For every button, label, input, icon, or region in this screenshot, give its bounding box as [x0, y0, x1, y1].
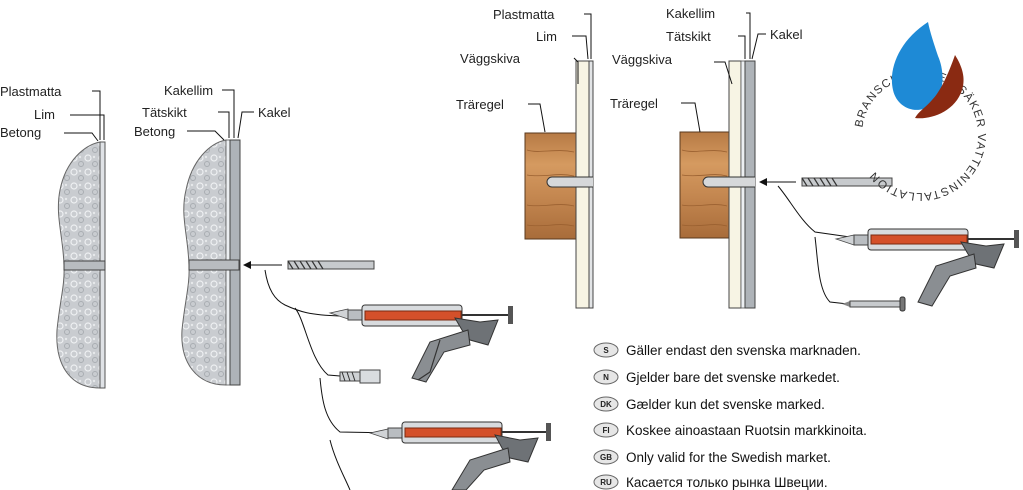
label-vaggskiva-3: Väggskiva — [460, 51, 521, 66]
legend-item-s: S Gäller endast den svenska marknaden. — [593, 342, 861, 358]
svg-text:Gælder kun det svenske marked.: Gælder kun det svenske marked. — [626, 397, 825, 412]
svg-text:GB: GB — [600, 453, 612, 462]
drill-hole — [63, 260, 106, 271]
label-kakel-2: Kakel — [258, 105, 291, 120]
svg-text:N: N — [603, 373, 609, 382]
sakervatten-logo: BRANSCHREGLER SÄKER VATTENINSTALLATION — [848, 1, 992, 202]
wall-kakel-diagram — [679, 12, 766, 309]
svg-text:Касается только рынка Швеции.: Касается только рынка Швеции. — [626, 475, 828, 490]
svg-text:S: S — [603, 346, 609, 355]
drill-hole — [188, 259, 240, 271]
language-legend: S Gäller endast den svenska marknaden. N… — [593, 342, 867, 490]
caulking-gun-icon — [834, 228, 1019, 307]
drill-hole — [546, 176, 593, 188]
label-betong-2: Betong — [134, 124, 175, 139]
wall-plug-icon — [339, 369, 381, 384]
concrete-kakel-diagram — [181, 89, 254, 386]
arrow-icon — [243, 261, 251, 269]
svg-text:Gäller endast den svenska mark: Gäller endast den svenska marknaden. — [626, 343, 861, 358]
label-vaggskiva-4: Väggskiva — [612, 52, 673, 67]
flame-icon — [915, 55, 964, 119]
svg-text:DK: DK — [600, 400, 612, 409]
arrow-icon — [759, 178, 767, 186]
legend-item-ru: RU Касается только рынка Швеции. — [593, 474, 828, 490]
concrete-plastmatta-diagram — [56, 90, 106, 389]
label-tatskikt-4: Tätskikt — [666, 29, 711, 44]
label-traregel-3: Träregel — [456, 97, 504, 112]
svg-text:Gjelder bare det svenske marke: Gjelder bare det svenske markedet. — [626, 370, 840, 385]
label-plastmatta-3: Plastmatta — [493, 7, 555, 22]
svg-text:RU: RU — [600, 478, 612, 487]
label-tatskikt-2: Tätskikt — [142, 105, 187, 120]
label-plastmatta-1: Plastmatta — [0, 84, 62, 99]
water-drop-icon — [891, 22, 943, 110]
nail-icon — [842, 296, 906, 312]
label-traregel-4: Träregel — [610, 96, 658, 111]
label-kakellim-2: Kakellim — [164, 83, 213, 98]
legend-item-dk: DK Gælder kun det svenske marked. — [593, 396, 825, 412]
legend-item-n: N Gjelder bare det svenske markedet. — [593, 369, 840, 385]
drill-bit — [287, 260, 375, 270]
drill-bit — [801, 177, 893, 187]
label-betong-1: Betong — [0, 125, 41, 140]
legend-item-gb: GB Only valid for the Swedish market. — [593, 449, 831, 465]
label-kakellim-4: Kakellim — [666, 6, 715, 21]
drill-hole — [702, 176, 755, 188]
svg-text:FI: FI — [602, 426, 609, 435]
svg-text:Koskee ainoastaan Ruotsin mark: Koskee ainoastaan Ruotsin markkinoita. — [626, 423, 867, 438]
legend-item-fi: FI Koskee ainoastaan Ruotsin markkinoita… — [593, 422, 867, 438]
caulking-gun-icon — [368, 421, 551, 490]
label-lim-3: Lim — [536, 29, 557, 44]
caulking-gun-icon — [328, 304, 513, 383]
wall-plastmatta-diagram — [524, 13, 594, 309]
label-lim-1: Lim — [34, 107, 55, 122]
svg-text:Only valid for the Swedish mar: Only valid for the Swedish market. — [626, 450, 831, 465]
label-kakel-4: Kakel — [770, 27, 803, 42]
